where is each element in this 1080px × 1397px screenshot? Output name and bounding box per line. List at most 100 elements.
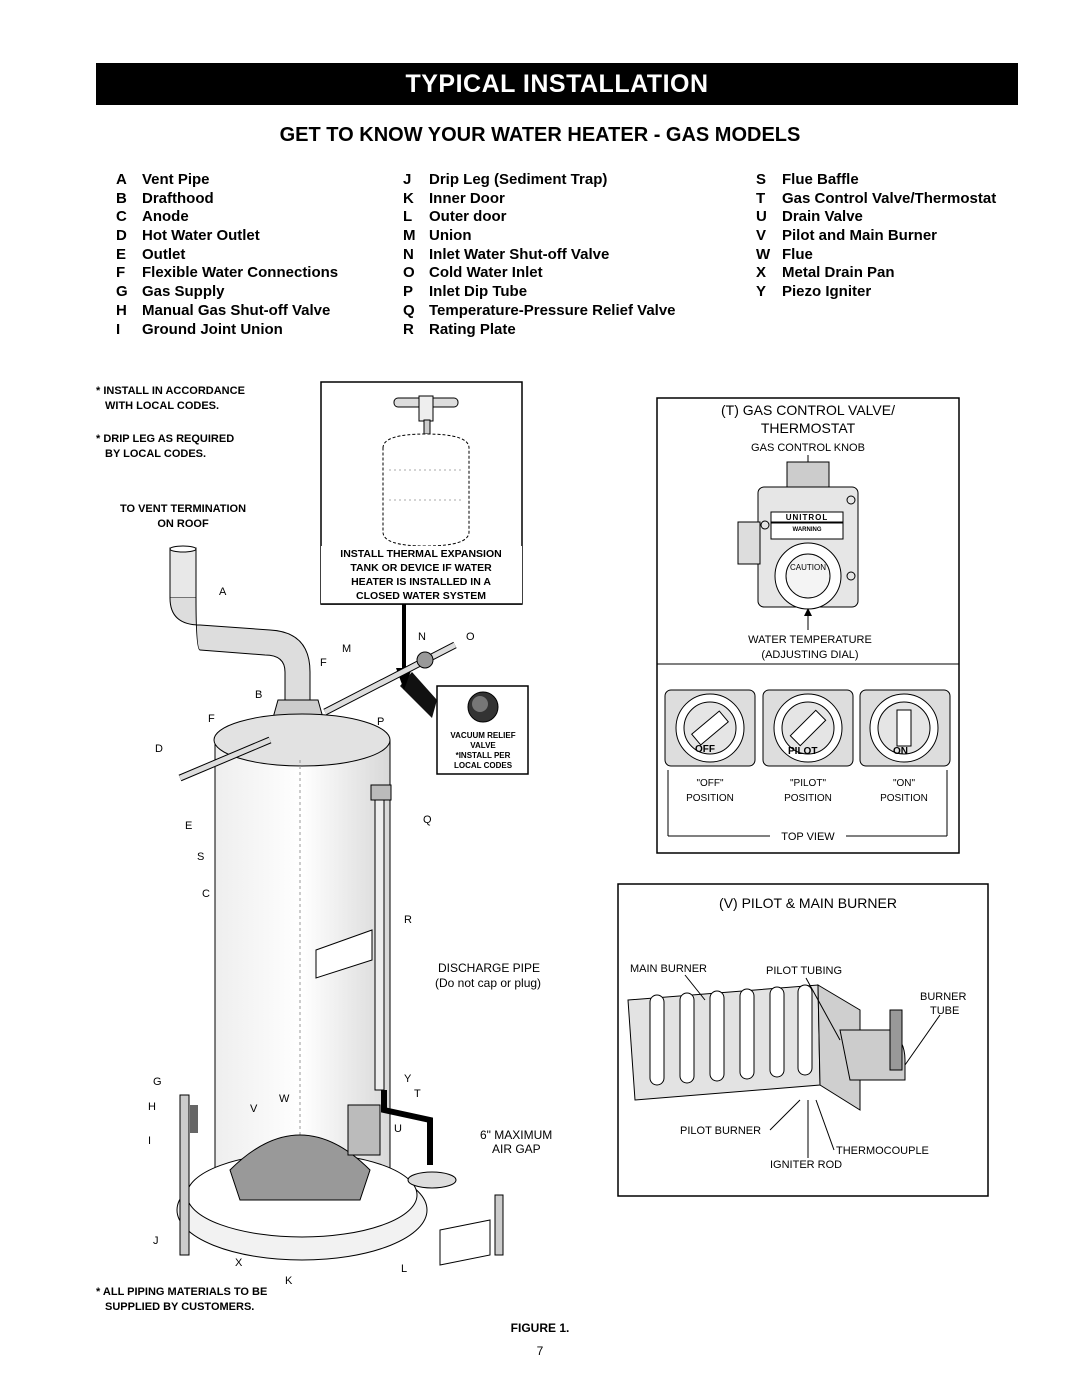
dial-pilot-view: PILOT — [762, 689, 854, 767]
water-heater-illustration — [169, 545, 504, 1266]
label-w: W — [279, 1093, 290, 1105]
figure-caption: FIGURE 1. — [510, 1321, 570, 1335]
label-m: M — [342, 643, 351, 655]
vacuum-relief-panel: VACUUM RELIEF VALVE *INSTALL PER LOCAL C… — [436, 685, 529, 775]
expansion-tank-panel: INSTALL THERMAL EXPANSION TANK OR DEVICE… — [320, 381, 523, 605]
expansion-text-2: TANK OR DEVICE IF WATER — [350, 562, 492, 574]
main-burner-label: MAIN BURNER — [630, 963, 707, 975]
burner-title: (V) PILOT & MAIN BURNER — [719, 895, 897, 911]
pilot-position-label: POSITION — [784, 793, 832, 804]
thermocouple-label: THERMOCOUPLE — [836, 1145, 929, 1157]
off-position-q: "OFF" — [696, 778, 724, 789]
burner-tube-label-2: TUBE — [930, 1005, 959, 1017]
label-a: A — [219, 586, 227, 598]
on-position-q: "ON" — [893, 778, 916, 789]
expansion-text-3: HEATER IS INSTALLED IN A — [351, 576, 491, 588]
label-i: I — [148, 1135, 151, 1147]
svg-text:(Do not cap or plug): (Do not cap or plug) — [435, 976, 541, 990]
dial-off-view: OFF — [664, 689, 756, 767]
label-v: V — [250, 1103, 258, 1115]
gas-control-panel: (T) GAS CONTROL VALVE/ THERMOSTAT GAS CO… — [656, 397, 960, 854]
pilot-position-q: "PILOT" — [790, 778, 826, 789]
label-o: O — [466, 631, 475, 643]
label-q: Q — [423, 814, 432, 826]
label-b: B — [255, 689, 262, 701]
pilot-tubing-label: PILOT TUBING — [766, 965, 842, 977]
label-r: R — [404, 914, 412, 926]
label-k: K — [285, 1275, 293, 1287]
top-view-label: TOP VIEW — [781, 831, 835, 843]
install-note: * INSTALL IN ACCORDANCE WITH LOCAL CODES… — [96, 385, 245, 412]
vacuum-text-1: VACUUM RELIEF — [450, 731, 515, 740]
vacuum-text-2: VALVE — [470, 741, 496, 750]
vacuum-text-4: LOCAL CODES — [454, 761, 513, 770]
section-banner: TYPICAL INSTALLATION — [96, 63, 1018, 105]
label-j: J — [153, 1235, 159, 1247]
svg-text:PILOT: PILOT — [788, 746, 817, 757]
label-h: H — [148, 1101, 156, 1113]
label-d: D — [155, 743, 163, 755]
label-x: X — [235, 1257, 243, 1269]
label-s: S — [197, 851, 204, 863]
svg-text:OFF: OFF — [695, 744, 715, 755]
gas-control-title-1: (T) GAS CONTROL VALVE/ — [721, 402, 895, 418]
label-e: E — [185, 820, 192, 832]
page-number: 7 — [536, 1344, 544, 1358]
dial-on-view: ON — [859, 689, 951, 767]
piping-note: * ALL PIPING MATERIALS TO BE SUPPLIED BY… — [96, 1286, 268, 1313]
gas-control-knob-label: GAS CONTROL KNOB — [751, 442, 865, 454]
vacuum-text-3: *INSTALL PER — [456, 751, 511, 760]
heater-callout-labels: A B C D E F F G H I J K L M N O P Q R S … — [148, 586, 475, 1287]
water-temp-label-2: (ADJUSTING DIAL) — [761, 649, 858, 661]
label-u: U — [394, 1123, 402, 1135]
svg-text:6" MAXIMUM: 6" MAXIMUM — [480, 1128, 552, 1142]
off-position-label: POSITION — [686, 793, 734, 804]
vacuum-pointer-arrow — [400, 672, 437, 718]
air-gap-callout: 6" MAXIMUM AIR GAP — [480, 1128, 552, 1156]
pilot-burner-label: PILOT BURNER — [680, 1125, 761, 1137]
caution-label: CAUTION — [790, 563, 826, 572]
gas-control-title-2: THERMOSTAT — [761, 420, 856, 436]
label-g: G — [153, 1076, 162, 1088]
expansion-text-4: CLOSED WATER SYSTEM — [356, 590, 486, 602]
igniter-rod-label: IGNITER ROD — [770, 1159, 842, 1171]
drip-leg-note: * DRIP LEG AS REQUIRED BY LOCAL CODES. — [96, 433, 235, 460]
page-subtitle: GET TO KNOW YOUR WATER HEATER - GAS MODE… — [279, 124, 801, 146]
svg-text:DISCHARGE PIPE: DISCHARGE PIPE — [438, 961, 540, 975]
water-temp-label-1: WATER TEMPERATURE — [748, 634, 872, 646]
on-position-label: POSITION — [880, 793, 928, 804]
label-f-outlet: F — [208, 713, 215, 725]
discharge-callout: DISCHARGE PIPE (Do not cap or plug) — [435, 961, 541, 990]
burner-panel: (V) PILOT & MAIN BURNER MAIN BURNER PILO… — [617, 883, 989, 1197]
burner-tube-label-1: BURNER — [920, 991, 967, 1003]
label-n: N — [418, 631, 426, 643]
warning-label: WARNING — [793, 527, 822, 533]
expansion-text-1: INSTALL THERMAL EXPANSION — [340, 548, 501, 560]
svg-text:ON: ON — [893, 746, 908, 757]
